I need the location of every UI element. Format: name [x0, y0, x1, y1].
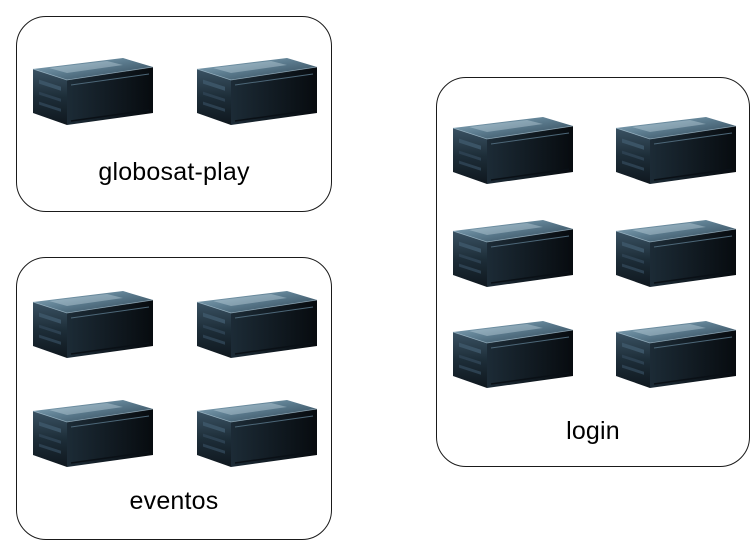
rack-server-icon	[195, 288, 319, 366]
rack-server-icon	[614, 318, 738, 396]
rack-server-icon	[31, 397, 155, 475]
rack-server-icon	[31, 288, 155, 366]
cluster-login: login	[436, 77, 750, 467]
rack-server-icon	[195, 55, 319, 133]
rack-server-icon	[451, 114, 575, 192]
cluster-label: globosat-play	[98, 158, 250, 186]
cluster-eventos: eventos	[16, 257, 332, 540]
rack-server-icon	[614, 217, 738, 295]
rack-server-icon	[451, 217, 575, 295]
rack-server-icon	[451, 318, 575, 396]
cluster-label: login	[566, 417, 620, 445]
cluster-label: eventos	[129, 487, 219, 515]
rack-server-icon	[195, 397, 319, 475]
rack-server-icon	[614, 114, 738, 192]
rack-server-icon	[31, 55, 155, 133]
cluster-globosat-play: globosat-play	[16, 16, 332, 212]
